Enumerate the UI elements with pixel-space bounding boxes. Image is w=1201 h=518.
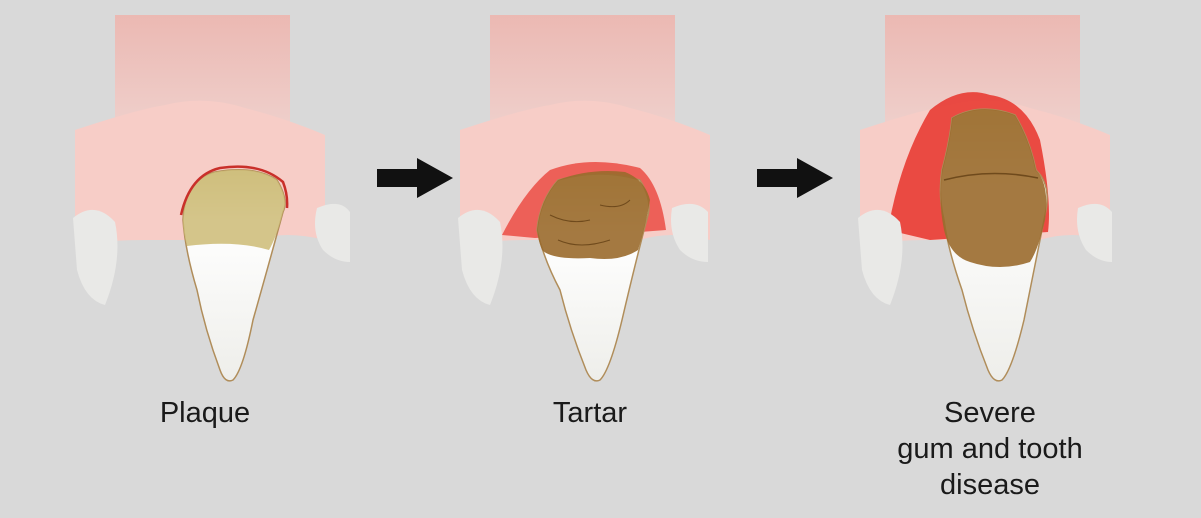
plaque-label: Plaque — [55, 395, 355, 431]
side-tooth-left — [73, 210, 117, 305]
severe-disease-label-line: Severe — [840, 395, 1140, 431]
tartar-tooth-illustration — [440, 0, 740, 400]
stage-tartar: Tartar — [440, 0, 740, 518]
plaque-deposit — [183, 170, 285, 250]
side-tooth-left — [858, 210, 902, 305]
side-tooth-left — [458, 210, 502, 305]
stage-severe-disease: Severe gum and tooth disease — [840, 0, 1140, 518]
side-tooth-right — [315, 204, 350, 262]
side-tooth-right — [1077, 204, 1112, 262]
side-tooth-right — [671, 204, 708, 262]
plaque-tooth-illustration — [55, 0, 355, 400]
arrow-right-icon — [757, 158, 833, 198]
severe-disease-label: Severe gum and tooth disease — [840, 395, 1140, 503]
stage-plaque: Plaque — [55, 0, 355, 518]
severe-disease-label-line: gum and tooth — [840, 431, 1140, 467]
severe-disease-label-line: disease — [840, 467, 1140, 503]
severe-disease-tooth-illustration — [840, 0, 1140, 400]
tartar-label: Tartar — [440, 395, 740, 431]
